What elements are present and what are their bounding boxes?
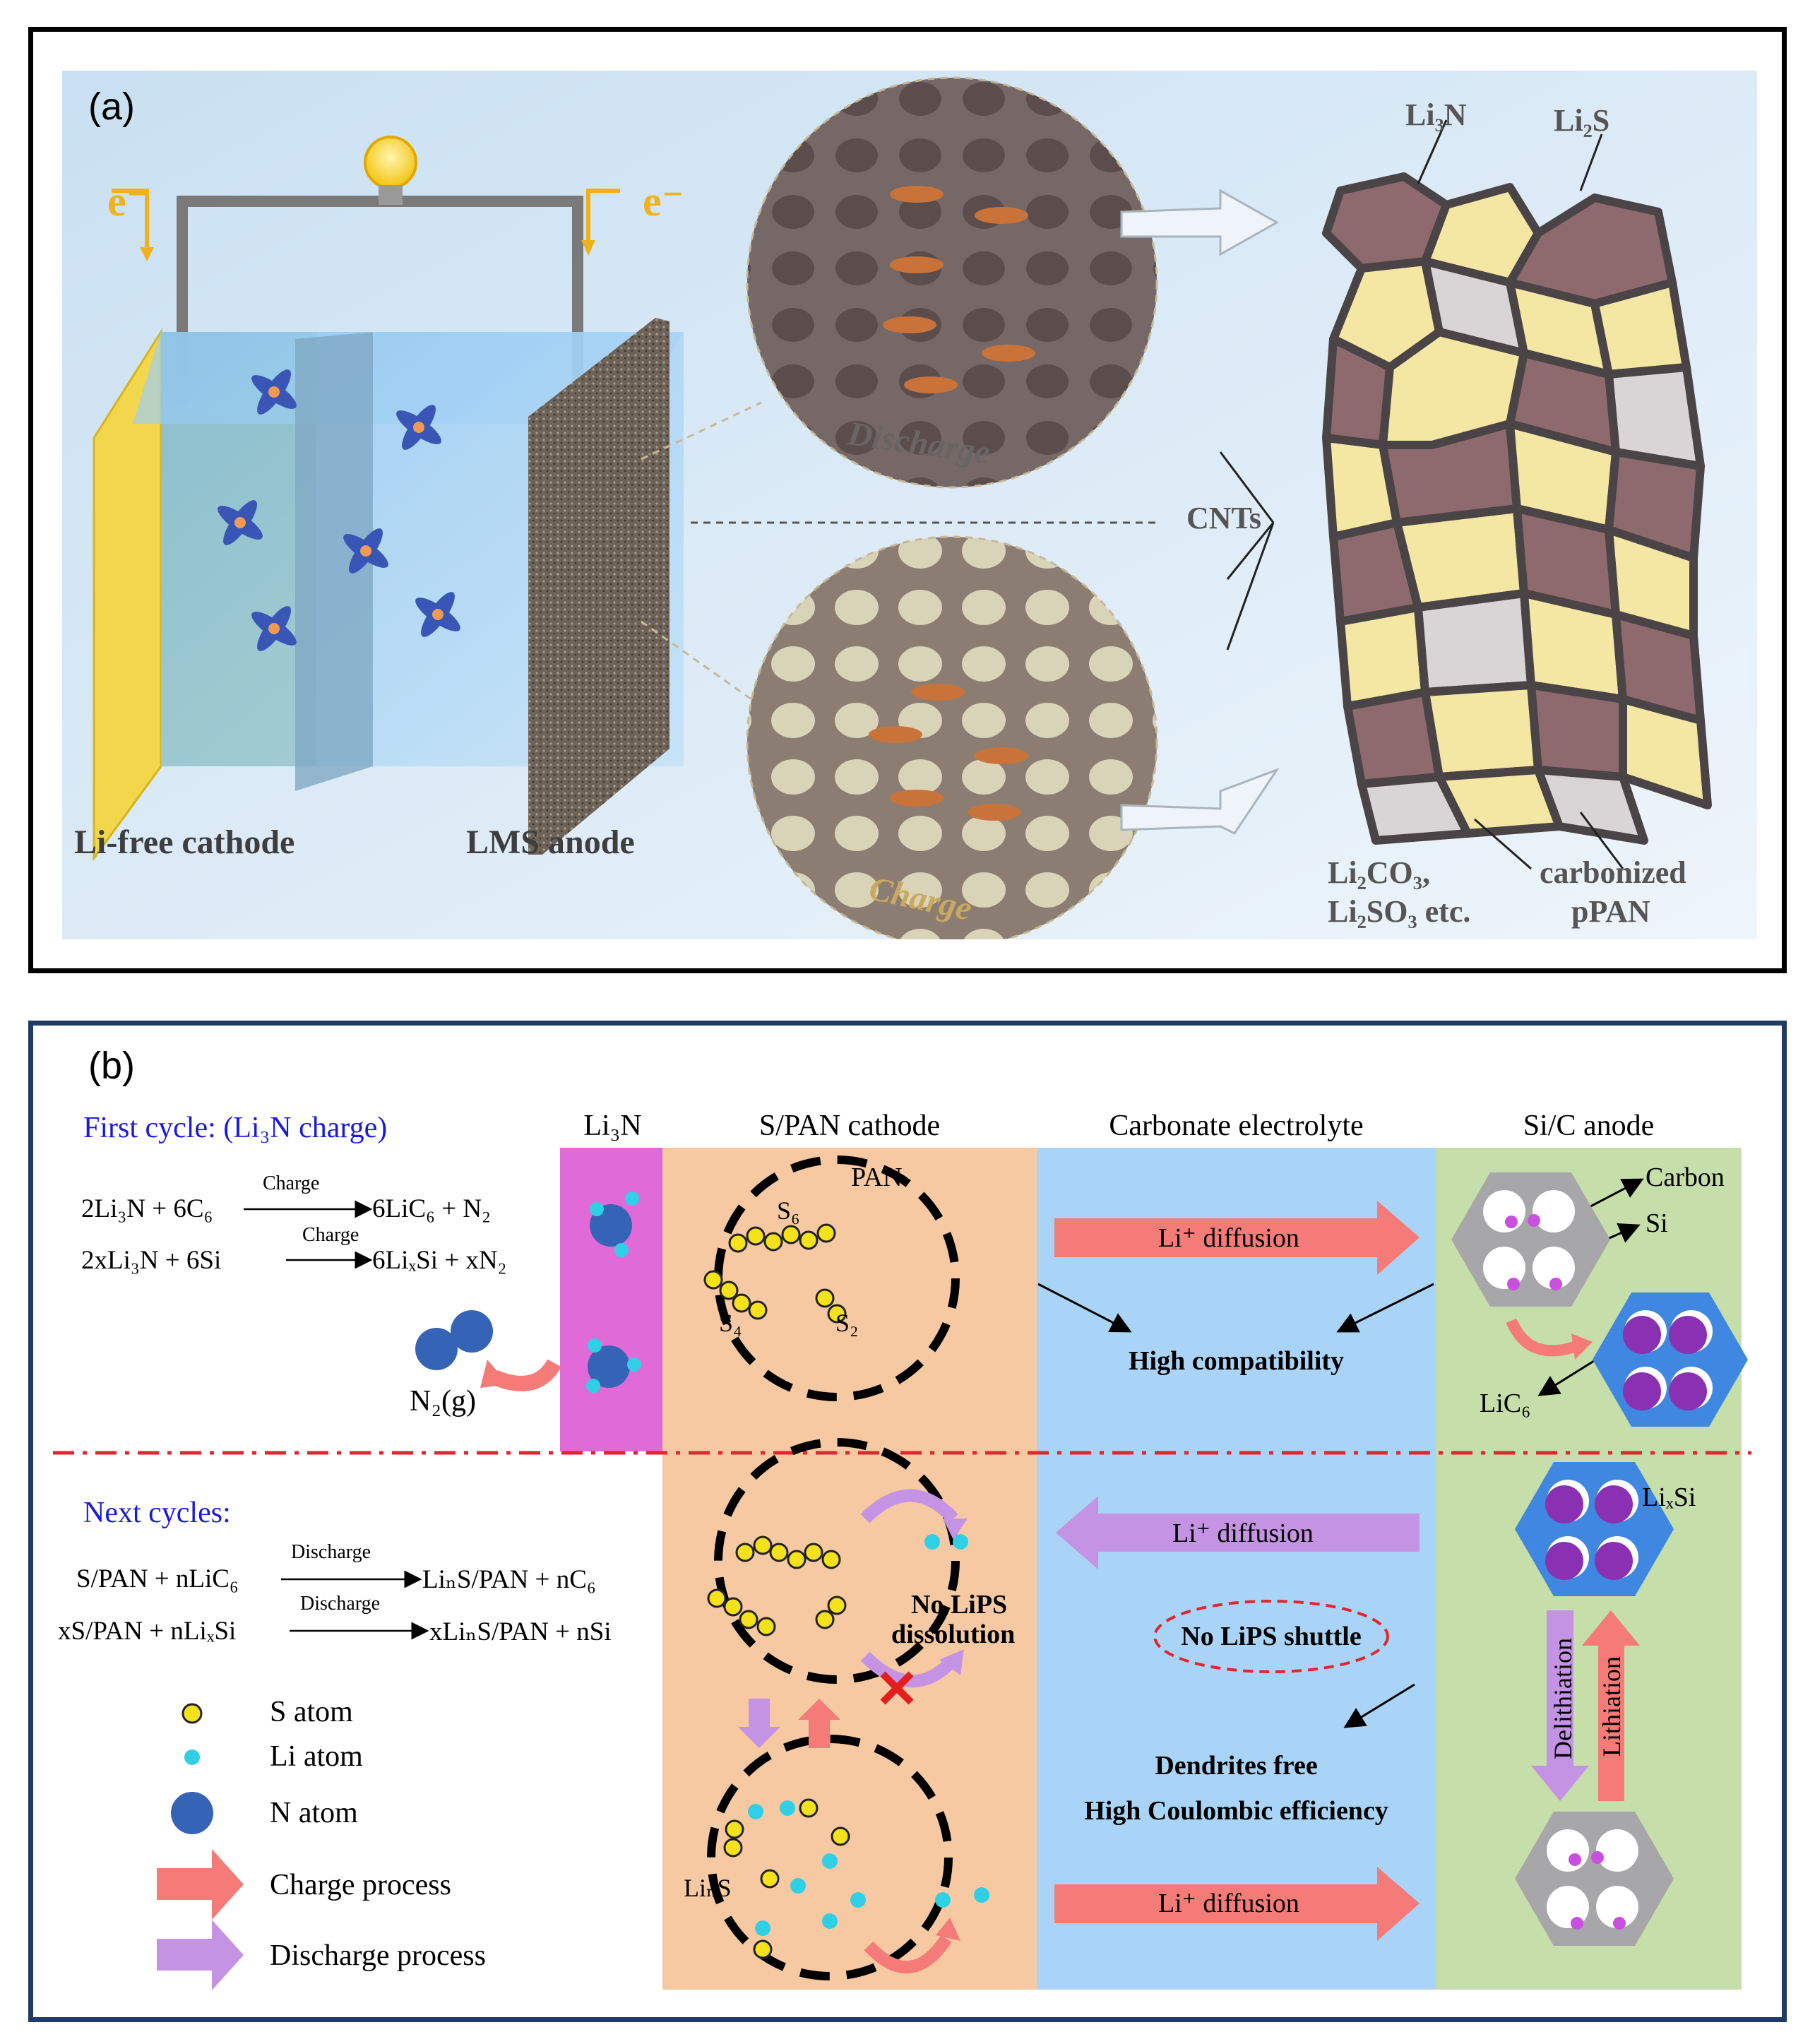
panel-a-label: (a) bbox=[88, 85, 135, 128]
eq2-arrow-label: Charge bbox=[302, 1224, 359, 1246]
blocked-x-icon bbox=[880, 1671, 914, 1705]
legend-s-atom: S atom bbox=[270, 1696, 353, 1728]
legend-discharge-arrow bbox=[157, 1920, 244, 1990]
lithiation-arrow bbox=[1582, 1610, 1640, 1801]
discharge-curved-arrow bbox=[860, 1489, 958, 1523]
electrolyte-column bbox=[1037, 1148, 1436, 1990]
pan-circle-first bbox=[714, 1155, 960, 1401]
lithiation-curved-arrow bbox=[1506, 1318, 1581, 1357]
carbon-label: Carbon bbox=[1646, 1163, 1725, 1192]
legend-n-atom: N atom bbox=[270, 1797, 358, 1829]
carbonized-label-line1: carbonized bbox=[1540, 855, 1686, 890]
eq4-left: xS/PAN + nLiₓSi bbox=[58, 1617, 237, 1646]
li3n-label: Li₃N bbox=[1405, 97, 1467, 132]
col-li3n-header: Li₃N bbox=[583, 1110, 642, 1142]
legend-discharge-process: Discharge process bbox=[270, 1939, 486, 1972]
n2-label: N₂(g) bbox=[410, 1385, 476, 1418]
li-diffusion-label-1: Li⁺ diffusion bbox=[1158, 1223, 1299, 1253]
lic6-label: LiC₆ bbox=[1480, 1389, 1531, 1418]
electron-right-label: e⁻ bbox=[643, 178, 684, 225]
si-label: Si bbox=[1646, 1208, 1668, 1238]
pan-circle-next bbox=[714, 1438, 960, 1684]
electron-left-label: e⁻ bbox=[107, 178, 149, 225]
panel-a-illustration bbox=[62, 71, 1757, 939]
cathode-label: Li-free cathode bbox=[74, 824, 295, 861]
eq3-arrow-label: Discharge bbox=[291, 1541, 371, 1563]
s-atom-chains bbox=[703, 1223, 850, 1959]
charge-up-arrow bbox=[798, 1699, 840, 1748]
legend-li-atom-marker bbox=[184, 1749, 200, 1765]
lins-label: LiₙS bbox=[684, 1874, 732, 1902]
eq1-right: 6LiC₆ + N₂ bbox=[372, 1194, 491, 1223]
discharge-down-arrow bbox=[738, 1699, 780, 1748]
legend-li-atom: Li atom bbox=[270, 1740, 363, 1773]
lins-circle bbox=[707, 1735, 953, 1980]
li-diffusion-arrow-discharge bbox=[1056, 1496, 1420, 1569]
li2co3-label-line1: Li₂CO₃, bbox=[1328, 855, 1430, 890]
si-c-hexagon-delithiated bbox=[1515, 1812, 1674, 1946]
delithiation-label: Delithiation bbox=[1549, 1638, 1577, 1759]
high-compatibility-label: High compatibility bbox=[1128, 1346, 1345, 1376]
dendrites-free-label: Dendrites free bbox=[1155, 1751, 1318, 1781]
cnts-label: CNTs bbox=[1186, 501, 1261, 535]
li-diffusion-arrow-charge bbox=[1054, 1867, 1420, 1941]
s2-label: S₂ bbox=[835, 1309, 859, 1337]
no-lips-shuttle-ellipse bbox=[1153, 1600, 1389, 1673]
eq1-left: 2Li₃N + 6C₆ bbox=[81, 1194, 213, 1223]
eq2-left: 2xLi₃N + 6Si bbox=[81, 1246, 222, 1275]
si-c-hexagon bbox=[1451, 1172, 1610, 1307]
legend-s-atom-marker bbox=[182, 1703, 203, 1724]
eq1-arrow-label: Charge bbox=[263, 1172, 320, 1194]
eq4-arrow-label: Discharge bbox=[300, 1593, 380, 1615]
first-cycle-title: First cycle: (Li₃N charge) bbox=[83, 1112, 388, 1144]
eq2-right: 6LiₓSi + xN₂ bbox=[372, 1246, 507, 1275]
li3n-column bbox=[560, 1148, 662, 1451]
eq3-left: S/PAN + nLiC₆ bbox=[76, 1564, 239, 1593]
panel-b-frame bbox=[28, 1021, 1787, 2022]
li-diffusion-label-2: Li⁺ diffusion bbox=[1172, 1519, 1314, 1548]
lixsi-label: LiₓSi bbox=[1642, 1483, 1696, 1512]
next-cycles-title: Next cycles: bbox=[83, 1497, 231, 1529]
eq4-right: xLiₙS/PAN + nSi bbox=[429, 1617, 612, 1646]
lithiation-label: Lithiation bbox=[1597, 1656, 1626, 1757]
n-atom bbox=[451, 1310, 493, 1353]
col-electrolyte-header: Carbonate electrolyte bbox=[1109, 1110, 1364, 1142]
carbonized-label-line2: pPAN bbox=[1571, 894, 1650, 929]
charge-curved-arrow bbox=[864, 1935, 952, 1974]
s6-label: S₆ bbox=[777, 1196, 800, 1225]
eq3-right: LiₙS/PAN + nC₆ bbox=[422, 1565, 596, 1594]
panel-b-label: (b) bbox=[88, 1045, 135, 1087]
li-diffusion-arrow-charge bbox=[1054, 1201, 1420, 1275]
legend-charge-process: Charge process bbox=[270, 1869, 451, 1901]
pan-label: PAN bbox=[851, 1163, 903, 1192]
li3n-particle bbox=[586, 1338, 641, 1393]
s4-label: S₄ bbox=[719, 1309, 742, 1337]
panel-a-frame bbox=[28, 27, 1787, 973]
discharge-curved-arrow bbox=[860, 1651, 955, 1688]
li3n-particle bbox=[590, 1192, 639, 1257]
lixsi-hexagon bbox=[1515, 1462, 1674, 1596]
high-ce-label: High Coulombic efficiency bbox=[1084, 1796, 1388, 1826]
legend-charge-arrow bbox=[157, 1849, 244, 1920]
delithiation-arrow bbox=[1531, 1610, 1589, 1801]
lic6-hexagon bbox=[1593, 1293, 1748, 1427]
li-diffusion-label-3: Li⁺ diffusion bbox=[1158, 1889, 1299, 1918]
no-lips-dissolution-line1: No LiPS bbox=[911, 1590, 1008, 1620]
col-anode-header: Si/C anode bbox=[1523, 1110, 1655, 1142]
no-lips-shuttle-label: No LiPS shuttle bbox=[1181, 1622, 1362, 1651]
no-lips-dissolution-line2: dissolution bbox=[891, 1620, 1016, 1649]
li2s-label: Li₂S bbox=[1554, 103, 1610, 138]
col-cathode-header: S/PAN cathode bbox=[758, 1110, 941, 1142]
anode-label: LMS anode bbox=[466, 824, 635, 861]
li2co3-label-line2: Li₂SO₃ etc. bbox=[1328, 894, 1471, 929]
legend-n-atom-marker bbox=[171, 1792, 213, 1834]
n-atom bbox=[415, 1328, 458, 1370]
